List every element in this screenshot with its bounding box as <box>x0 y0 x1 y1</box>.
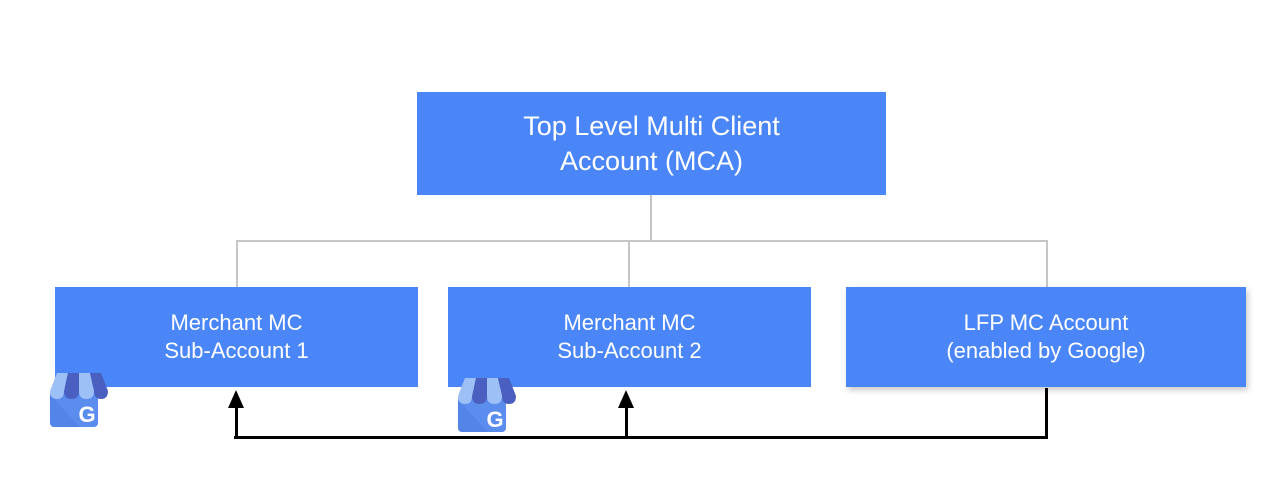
arrowhead-to-sub-account-1 <box>228 390 244 408</box>
node-top-level-mca-label: Top Level Multi Client Account (MCA) <box>523 110 780 176</box>
google-my-business-icon: G <box>40 365 110 435</box>
node-lfp-mc-account-label: LFP MC Account (enabled by Google) <box>946 309 1146 363</box>
node-merchant-mc-sub-account-1[interactable]: Merchant MC Sub-Account 1 <box>55 287 418 387</box>
connector-root-down <box>650 195 652 242</box>
connector-down-to-lfp-account <box>1046 240 1048 288</box>
feedback-line-to-sub-account-1 <box>235 404 238 438</box>
google-my-business-icon: G <box>448 370 518 440</box>
gmb-icon-letter: G <box>78 402 95 427</box>
connector-horizontal-bus <box>236 240 1048 242</box>
node-merchant-mc-sub-account-1-label: Merchant MC Sub-Account 1 <box>164 309 309 363</box>
node-merchant-mc-sub-account-2[interactable]: Merchant MC Sub-Account 2 <box>448 287 811 387</box>
connector-down-to-sub-account-2 <box>628 240 630 288</box>
feedback-line-from-lfp <box>1045 388 1048 439</box>
feedback-horizontal-bus <box>234 436 1048 439</box>
feedback-line-to-sub-account-2 <box>625 404 628 438</box>
node-merchant-mc-sub-account-2-label: Merchant MC Sub-Account 2 <box>557 309 702 363</box>
gmb-icon-letter: G <box>486 407 503 432</box>
node-lfp-mc-account[interactable]: LFP MC Account (enabled by Google) <box>846 287 1246 387</box>
arrowhead-to-sub-account-2 <box>618 390 634 408</box>
node-top-level-mca[interactable]: Top Level Multi Client Account (MCA) <box>417 92 886 195</box>
connector-down-to-sub-account-1 <box>236 240 238 288</box>
